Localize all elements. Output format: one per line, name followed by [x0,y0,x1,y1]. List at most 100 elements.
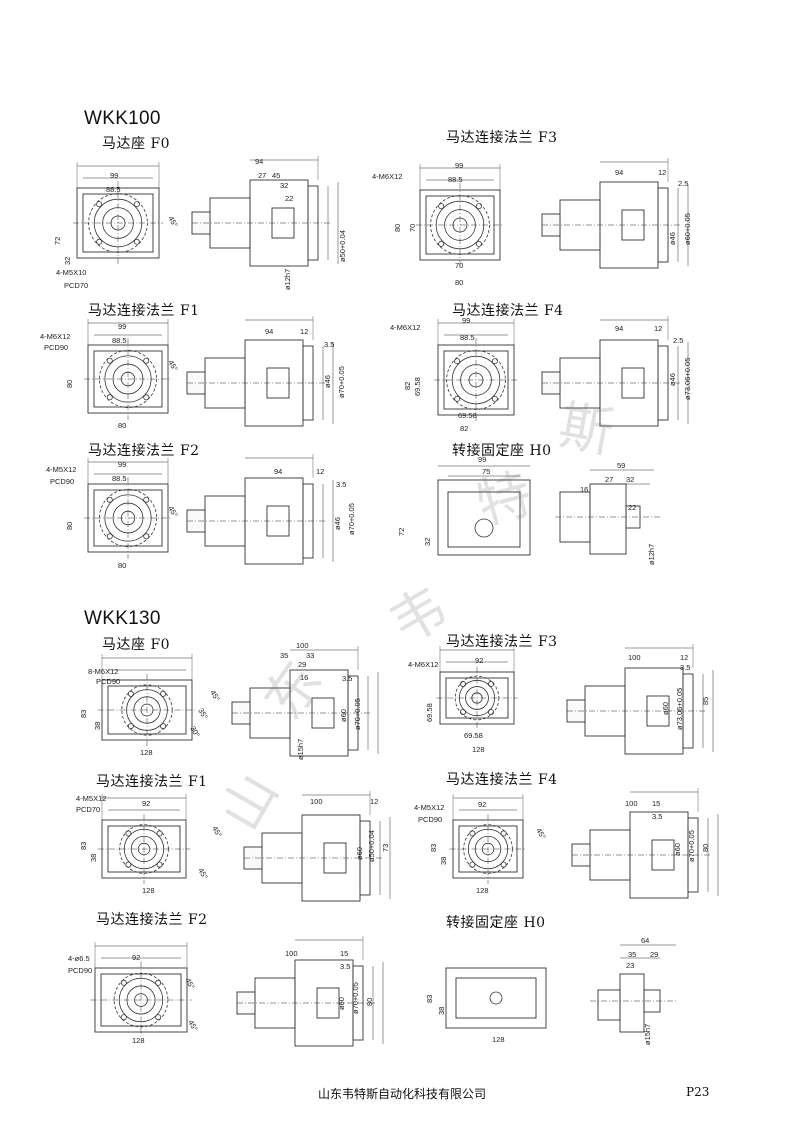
wkk100-f0-side-dim-0: 94 [255,157,263,166]
wkk100-f3-side-dim-4: ø60+0.05 [683,213,692,245]
wkk130-f3-side-dim-1: 12 [680,653,688,662]
wkk100-f2-side-dim-0: 94 [274,467,282,476]
wkk130-f1-front-dim-2: PCD70 [76,805,100,814]
wkk100-f3-front-dim-0: 99 [455,161,463,170]
wkk130-f4-front-dim-6: 45° [534,827,547,841]
wkk130-f3-side-dim-5: 85 [701,697,710,705]
wkk100-f0-front-dim-0: 99 [110,171,118,180]
wkk130-h0side-dim-2: 29 [650,950,658,959]
wkk130-h0side-dim-0: 64 [641,936,649,945]
wkk130-f2-front-dim-1: 4-ø6.5 [68,954,90,963]
wkk130-f4-front-dim-2: PCD90 [418,815,442,824]
wkk130-f4-side-dim-3: ø60 [673,843,682,856]
wkk100-f4-front-dim-0: 99 [462,316,470,325]
caption-wkk130-f0: 马达座 F0 [102,637,171,653]
wkk100-h0side-dim-3: 16 [580,485,588,494]
page-number: P23 [686,1085,710,1099]
caption-wkk130-f3: 马达连接法兰 F3 [446,634,558,650]
wkk100-f3-front-dim-5: 70 [455,261,463,270]
wkk130-f0-side-dim-2: 33 [306,651,314,660]
wkk130-f1-side-dim-4: 73 [381,844,390,852]
wkk130-f4-front-dim-1: 4-M5X12 [414,803,444,812]
wkk130-f1-front-dim-7: 45° [196,867,209,881]
wkk130-f1-side-dim-0: 100 [310,797,323,806]
wkk100-f0-front-dim-1: 88.5 [106,185,121,194]
wkk130-f1-front-dim-5: 128 [142,886,155,895]
wkk130-f2-front-dim-3: 45° [183,977,196,991]
wkk100-f2-side-dim-4: ø70+0.05 [347,503,356,535]
wkk130-f0-side-dim-5: 3.5 [342,674,352,683]
wkk100-f1-front-dim-2: 4-M6X12 [40,332,70,341]
wkk130-f4-side-dim-5: 80 [701,844,710,852]
wkk130-f1-front-dim-0: 92 [142,799,150,808]
wkk130-f0-side-dim-3: 29 [298,660,306,669]
wkk130-f2-side-dim-3: ø60 [337,997,346,1010]
caption-wkk100-h0: 转接固定座 H0 [452,443,552,459]
caption-wkk130-f1: 马达连接法兰 F1 [96,774,208,790]
wkk130-f3-side-dim-2: 3.5 [680,663,690,672]
wkk100-h0side-dim-5: ø12h7 [647,544,656,565]
wkk130-h0side-dim-4: ø15h7 [643,1024,652,1045]
wkk130-h0side-dim-1: 35 [628,950,636,959]
wkk130-f0-side-dim-4: 16 [300,673,308,682]
wkk130-f1-side-dim-3: ø60 [355,847,364,860]
wkk100-f0-side-dim-6: ø12h7 [283,269,292,290]
series-title-wkk100: WKK100 [84,108,161,129]
wkk100-f1-side-dim-0: 94 [265,327,273,336]
wkk100-f1-front-dim-0: 99 [118,322,126,331]
wkk130-f3-side-dim-3: ø73.06+0.05 [675,688,684,730]
wkk100-f3-side-dim-2: 2.5 [678,179,688,188]
wkk100-f1-front-dim-5: 80 [118,421,126,430]
wkk130-f0-side-dim-7: ø70+0.05 [353,698,362,730]
wkk100-f0-side-dim-5: ø50+0.04 [338,230,347,262]
wkk100-f3-side-dim-3: ø46 [668,232,677,245]
wkk130-f4-front-dim-4: 38 [439,857,448,865]
wkk130-h0-dim-2: 128 [492,1035,505,1044]
caption-wkk130-f4: 马达连接法兰 F4 [446,772,558,788]
wkk100-h0side-dim-4: 22 [628,503,636,512]
wkk100-f2-front-dim-3: PCD90 [50,477,74,486]
wkk130-f0-side-dim-0: 100 [296,641,309,650]
wkk100-f2-front-dim-1: 88.5 [112,474,127,483]
wkk130-f2-side-dim-0: 100 [285,949,298,958]
wkk100-h0-dim-3: 32 [423,538,432,546]
wkk100-f3-front-dim-6: 80 [455,278,463,287]
wkk130-f0-front-dim-1: PCD90 [96,677,120,686]
wkk100-h0side-dim-0: 59 [617,461,625,470]
wkk130-f2-front-dim-5: 128 [132,1036,145,1045]
wkk130-f2-side-dim-1: 15 [340,949,348,958]
wkk130-f0-front-dim-2: 83 [79,710,88,718]
wkk130-f4-front-dim-0: 92 [478,800,486,809]
wkk100-h0side-dim-1: 27 [605,475,613,484]
wkk100-f4-front-dim-1: 88.5 [460,333,475,342]
wkk100-h0-dim-1: 75 [482,467,490,476]
caption-wkk100-f3: 马达连接法兰 F3 [446,130,558,146]
wkk100-f4-front-dim-4: 69.58 [413,377,422,396]
wkk130-f1-front-dim-4: 38 [89,854,98,862]
wkk130-f4-front-dim-3: 83 [429,844,438,852]
wkk100-f2-front-dim-4: 80 [65,522,74,530]
wkk130-f4-side-dim-0: 100 [625,799,638,808]
wkk100-f4-side-dim-4: ø73.06+0.05 [683,358,692,400]
caption-wkk100-f1: 马达连接法兰 F1 [88,303,200,319]
wkk100-f1-front-dim-4: 80 [65,380,74,388]
wkk130-h0-dim-0: 83 [425,995,434,1003]
wkk100-f1-front-dim-3: PCD90 [44,343,68,352]
wkk130-f1-front-dim-1: 4-M5X12 [76,794,106,803]
wkk130-f0-front-dim-7: 30° [188,725,201,739]
